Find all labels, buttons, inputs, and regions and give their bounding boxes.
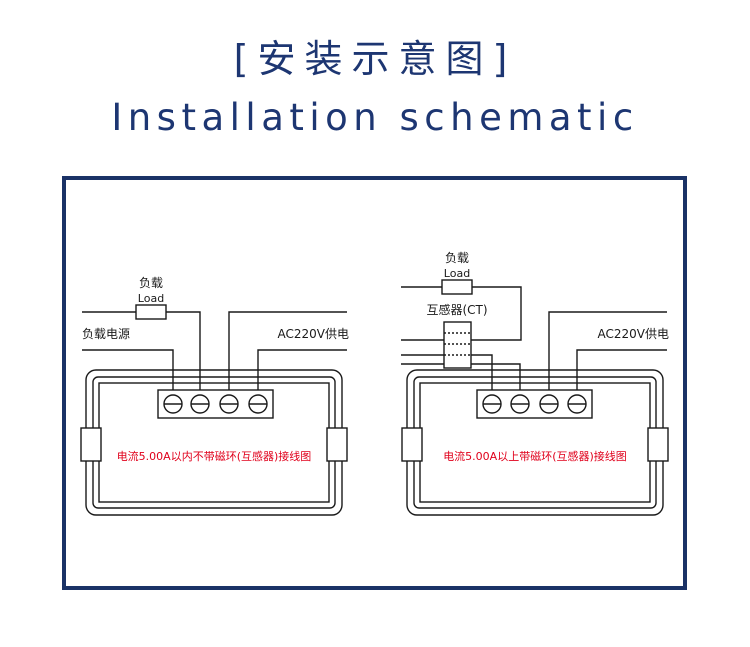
load-label-cn: 负载 <box>445 251 469 265</box>
load-label-en: Load <box>138 292 164 305</box>
wire-ac-2 <box>257 349 347 390</box>
terminal-screw <box>510 394 530 414</box>
load-label-cn: 负载 <box>139 276 163 290</box>
terminal-screw <box>163 394 183 414</box>
wiring-caption: 电流5.00A以内不带磁环(互感器)接线图 <box>117 449 312 463</box>
wire-ct-through-2 <box>401 363 521 390</box>
side-clip-right <box>326 427 348 462</box>
wire-ac-1 <box>548 311 667 390</box>
side-clip-right <box>647 427 669 462</box>
terminal-screw <box>248 394 268 414</box>
terminal-screw <box>482 394 502 414</box>
schematic-frame <box>62 176 687 590</box>
wire-load-to-terminal <box>166 311 201 390</box>
ac-supply-label: AC220V供电 <box>598 327 670 341</box>
diagram-left <box>80 304 348 516</box>
wire-ct-through-1 <box>401 354 493 390</box>
wire-ac-1 <box>228 311 347 390</box>
terminal-screw <box>539 394 559 414</box>
terminal-screw <box>567 394 587 414</box>
diagram-right <box>401 279 669 516</box>
load-resistor <box>441 279 473 295</box>
current-transformer <box>443 321 472 369</box>
page-title-chinese: [安装示意图] <box>233 37 517 81</box>
ct-label: 互感器(CT) <box>426 302 487 317</box>
side-clip-left <box>401 427 423 462</box>
page-title-english: Installation schematic <box>111 96 639 139</box>
wire-power-return <box>82 349 174 390</box>
load-label-en: Load <box>444 267 470 280</box>
wiring-caption: 电流5.00A以上带磁环(互感器)接线图 <box>443 449 627 463</box>
load-resistor <box>135 304 167 320</box>
wire-ac-2 <box>576 349 667 390</box>
side-clip-left <box>80 427 102 462</box>
terminal-screw <box>219 394 239 414</box>
ac-supply-label: AC220V供电 <box>278 327 350 341</box>
power-source-label: 负载电源 <box>82 327 130 341</box>
terminal-screw <box>190 394 210 414</box>
